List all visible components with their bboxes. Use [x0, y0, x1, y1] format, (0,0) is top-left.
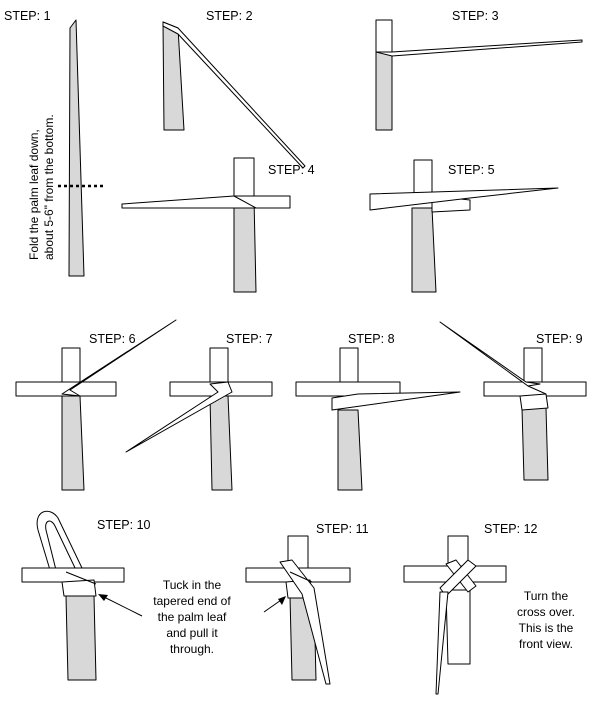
tuck-instruction-line-5: through.	[170, 642, 214, 656]
step-8-illustration: STEP: 8	[295, 332, 461, 491]
palm-leaf-stem	[337, 409, 363, 491]
step-1-label: STEP: 1	[4, 9, 51, 23]
palm-leaf-arm	[369, 187, 559, 211]
palm-leaf-wrap	[61, 579, 97, 597]
tuck-instruction-line-2: tapered end of	[153, 594, 231, 608]
palm-leaf-top	[209, 347, 229, 385]
turn-instruction-line-3: This is the	[519, 621, 574, 635]
fold-edge	[233, 195, 257, 209]
arrow-head	[278, 596, 286, 605]
step-6-label: STEP: 6	[89, 332, 136, 346]
turn-instruction-line-4: front view.	[519, 637, 573, 651]
fold-edge	[527, 385, 547, 395]
arrow-head	[98, 594, 108, 601]
turn-instruction-line-1: Turn the	[524, 589, 569, 603]
step-6-illustration: STEP: 6	[15, 319, 177, 491]
tuck-instruction-line-1: Tuck in the	[163, 578, 222, 592]
step-11-label: STEP: 11	[316, 522, 369, 536]
step-10-label: STEP: 10	[97, 518, 151, 532]
step-4-illustration: STEP: 4	[121, 157, 315, 293]
palm-leaf	[68, 19, 85, 277]
step-7-illustration: STEP: 7	[125, 332, 273, 491]
step-12-label: STEP: 12	[484, 522, 538, 536]
step-1-illustration: STEP: 1 Fold the palm leaf down, about 5…	[4, 9, 103, 277]
step-7-label: STEP: 7	[226, 332, 273, 346]
palm-leaf-strip	[331, 391, 461, 411]
step-8-label: STEP: 8	[348, 332, 395, 346]
palm-leaf-top	[523, 347, 543, 385]
palm-leaf-top	[233, 157, 255, 199]
step-11-illustration: STEP: 11	[245, 522, 369, 685]
step-3-label: STEP: 3	[452, 9, 499, 23]
palm-leaf-stem	[375, 49, 393, 131]
palm-leaf-top	[375, 19, 393, 53]
palm-leaf-stem	[65, 595, 97, 681]
palm-leaf-strip	[279, 559, 331, 685]
step-5-label: STEP: 5	[448, 163, 495, 177]
step-12-illustration: STEP: 12	[403, 522, 538, 695]
palm-leaf-top	[413, 159, 433, 195]
palm-leaf-stem	[521, 407, 549, 481]
fold-edge	[289, 571, 313, 583]
palm-leaf-arm	[121, 195, 291, 209]
palm-leaf-strip	[61, 319, 177, 397]
step-4-label: STEP: 4	[268, 163, 315, 177]
palm-leaf-loop	[36, 510, 83, 571]
step-5-illustration: STEP: 5	[369, 159, 559, 293]
fold-instruction-line-1: Fold the palm leaf down,	[27, 129, 41, 260]
palm-leaf-stem	[209, 395, 233, 491]
fold-instruction-line-2: about 5-6" from the bottom.	[42, 114, 56, 260]
arrow-line	[101, 595, 143, 617]
turn-instruction-line-2: cross over.	[517, 605, 575, 619]
palm-leaf-stem	[162, 21, 185, 131]
palm-leaf-top	[339, 347, 359, 385]
step-2-label: STEP: 2	[206, 9, 253, 23]
step-3-illustration: STEP: 3	[375, 9, 583, 131]
palm-leaf-top	[61, 347, 81, 385]
fold-edge	[65, 571, 97, 585]
palm-leaf-stem	[233, 197, 257, 293]
palm-leaf-strip	[439, 321, 541, 387]
palm-leaf-wrap	[519, 393, 549, 411]
tuck-instruction-line-4: and pull it	[166, 626, 218, 640]
tuck-instruction-line-3: the palm leaf	[158, 610, 227, 624]
step-2-illustration: STEP: 2	[162, 9, 306, 169]
step-10-illustration: STEP: 10	[21, 510, 151, 681]
palm-leaf-strip	[125, 381, 233, 453]
palm-leaf-stem	[445, 589, 471, 665]
palm-leaf-arm	[375, 39, 583, 57]
palm-leaf-tail	[435, 591, 449, 695]
step-9-illustration: STEP: 9	[439, 321, 587, 481]
palm-leaf-fold	[162, 21, 306, 169]
palm-leaf-stem	[411, 207, 437, 293]
palm-leaf-stem	[61, 395, 85, 491]
step-9-label: STEP: 9	[536, 332, 583, 346]
